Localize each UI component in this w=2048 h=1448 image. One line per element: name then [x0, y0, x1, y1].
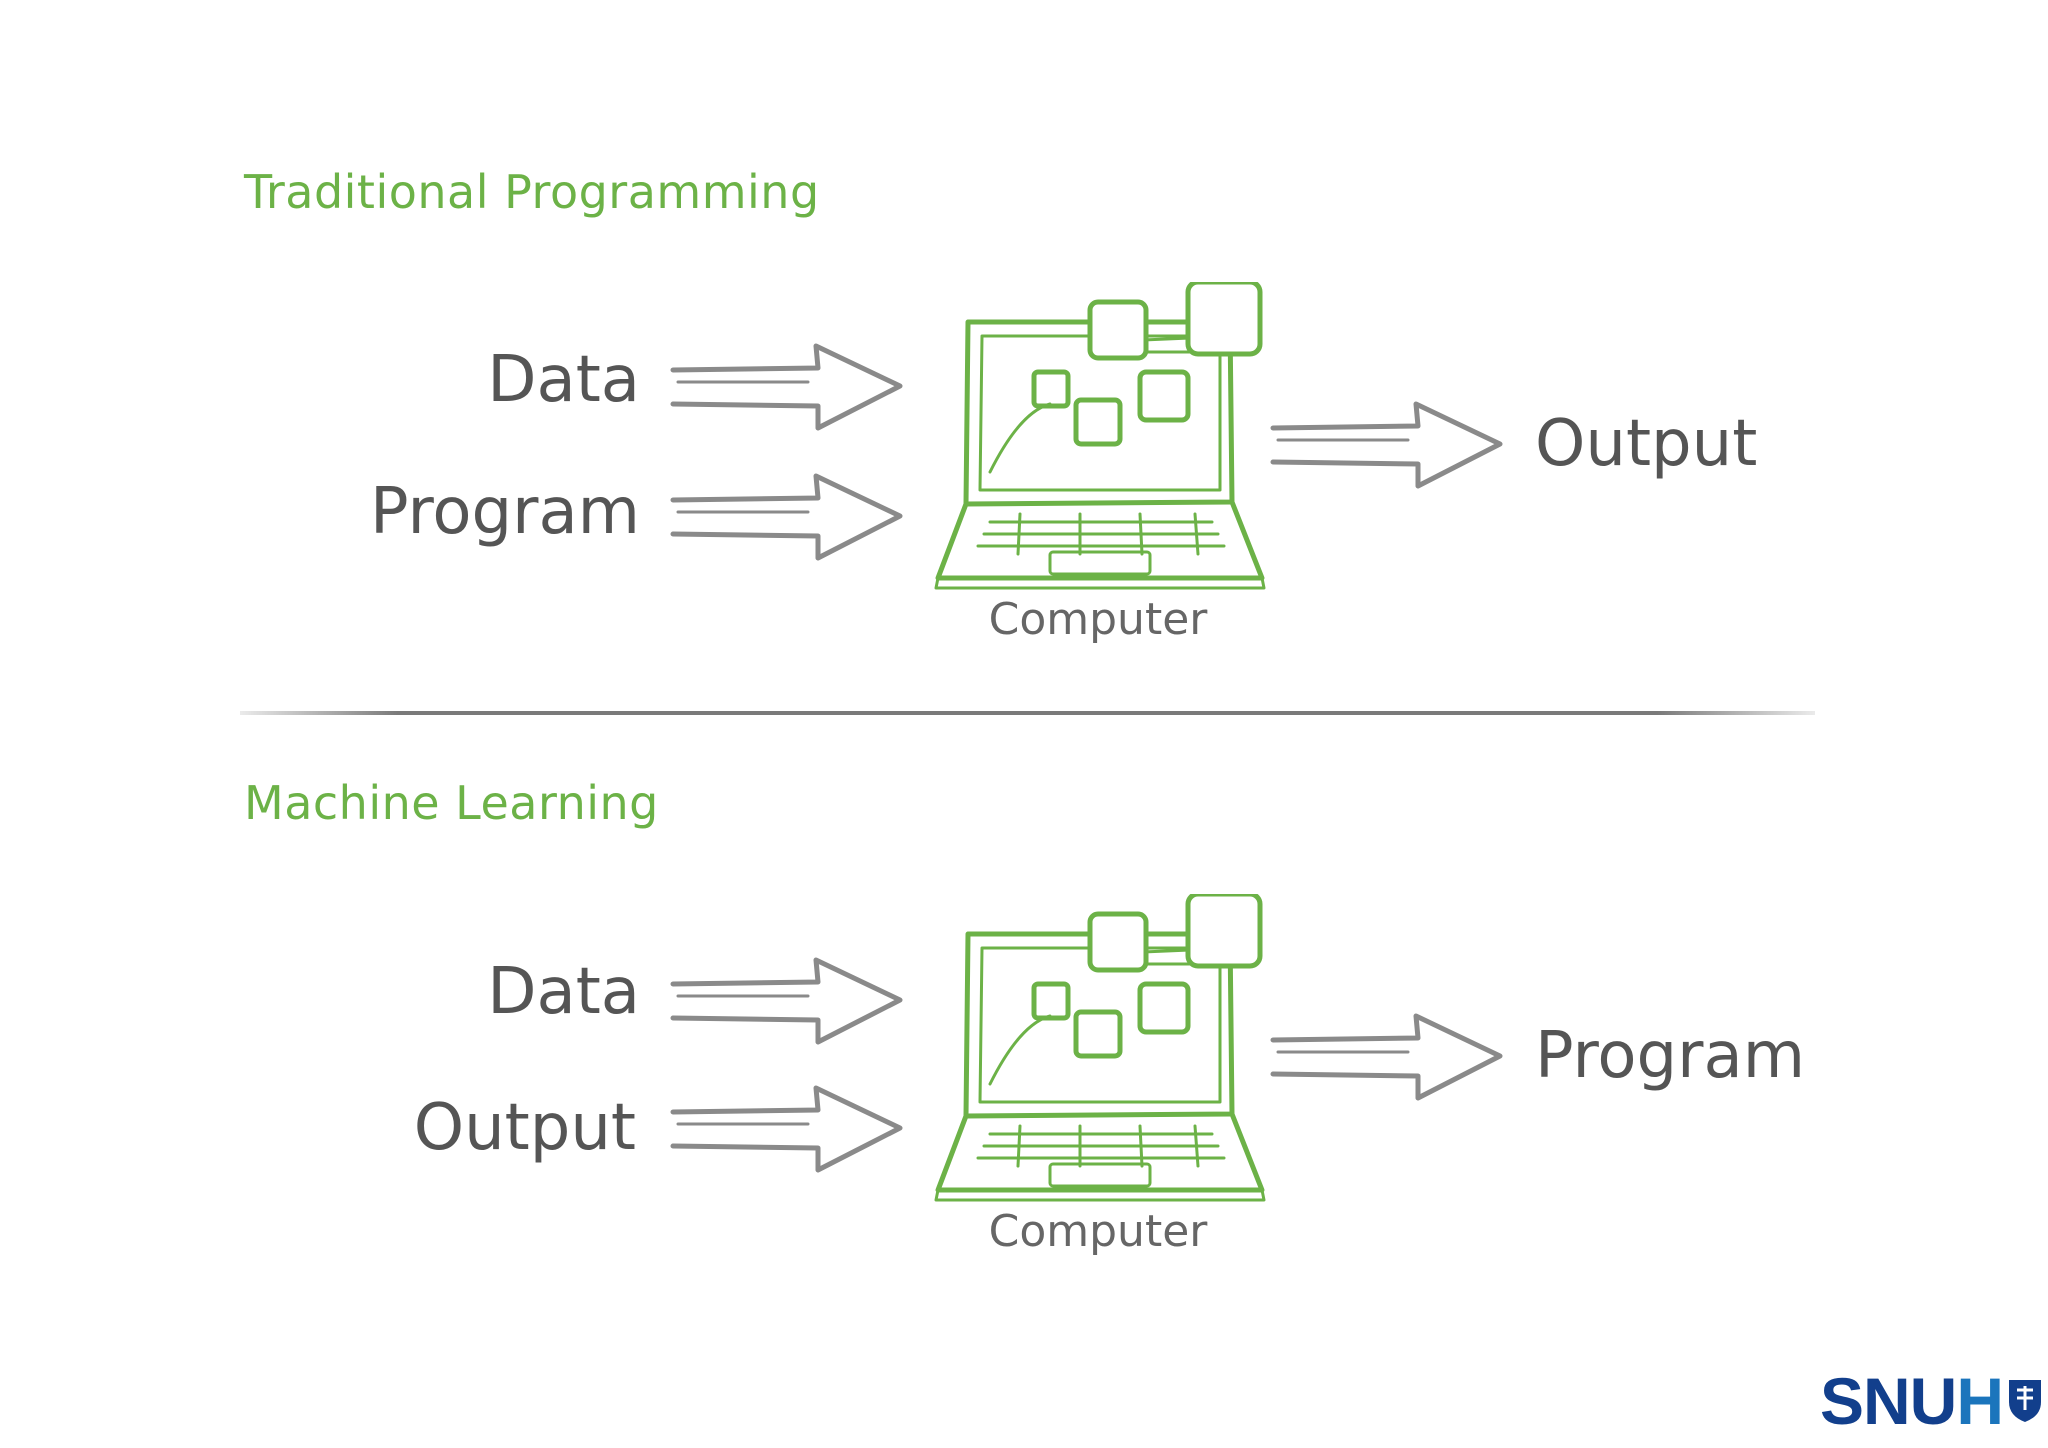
computer-caption: Computer	[988, 594, 1208, 645]
computer-laptop-icon	[930, 894, 1270, 1214]
snuh-logo: SNUH	[1820, 1368, 2043, 1434]
section-title-machine-learning: Machine Learning	[244, 776, 659, 830]
input-label-data: Data	[487, 343, 640, 417]
section-divider	[240, 711, 1815, 715]
arrow-icon	[1268, 1006, 1508, 1106]
output-label: Program	[1535, 1019, 1806, 1093]
arrow-icon	[668, 1078, 908, 1178]
input-label-program: Program	[369, 475, 640, 549]
output-label: Output	[1535, 407, 1758, 481]
logo-text-accent: H	[1956, 1364, 2004, 1438]
section-title-traditional: Traditional Programming	[244, 165, 820, 219]
computer-laptop-icon	[930, 282, 1270, 602]
input-label-data: Data	[487, 955, 640, 1029]
shield-icon	[2009, 1380, 2042, 1422]
computer-caption: Computer	[988, 1206, 1208, 1257]
arrow-icon	[668, 950, 908, 1050]
arrow-icon	[668, 466, 908, 566]
logo-text-main: SNU	[1820, 1364, 1957, 1438]
arrow-icon	[668, 336, 908, 436]
input-label-output: Output	[413, 1091, 636, 1165]
logo-wordmark: SNUH	[1820, 1368, 2004, 1434]
arrow-icon	[1268, 394, 1508, 494]
